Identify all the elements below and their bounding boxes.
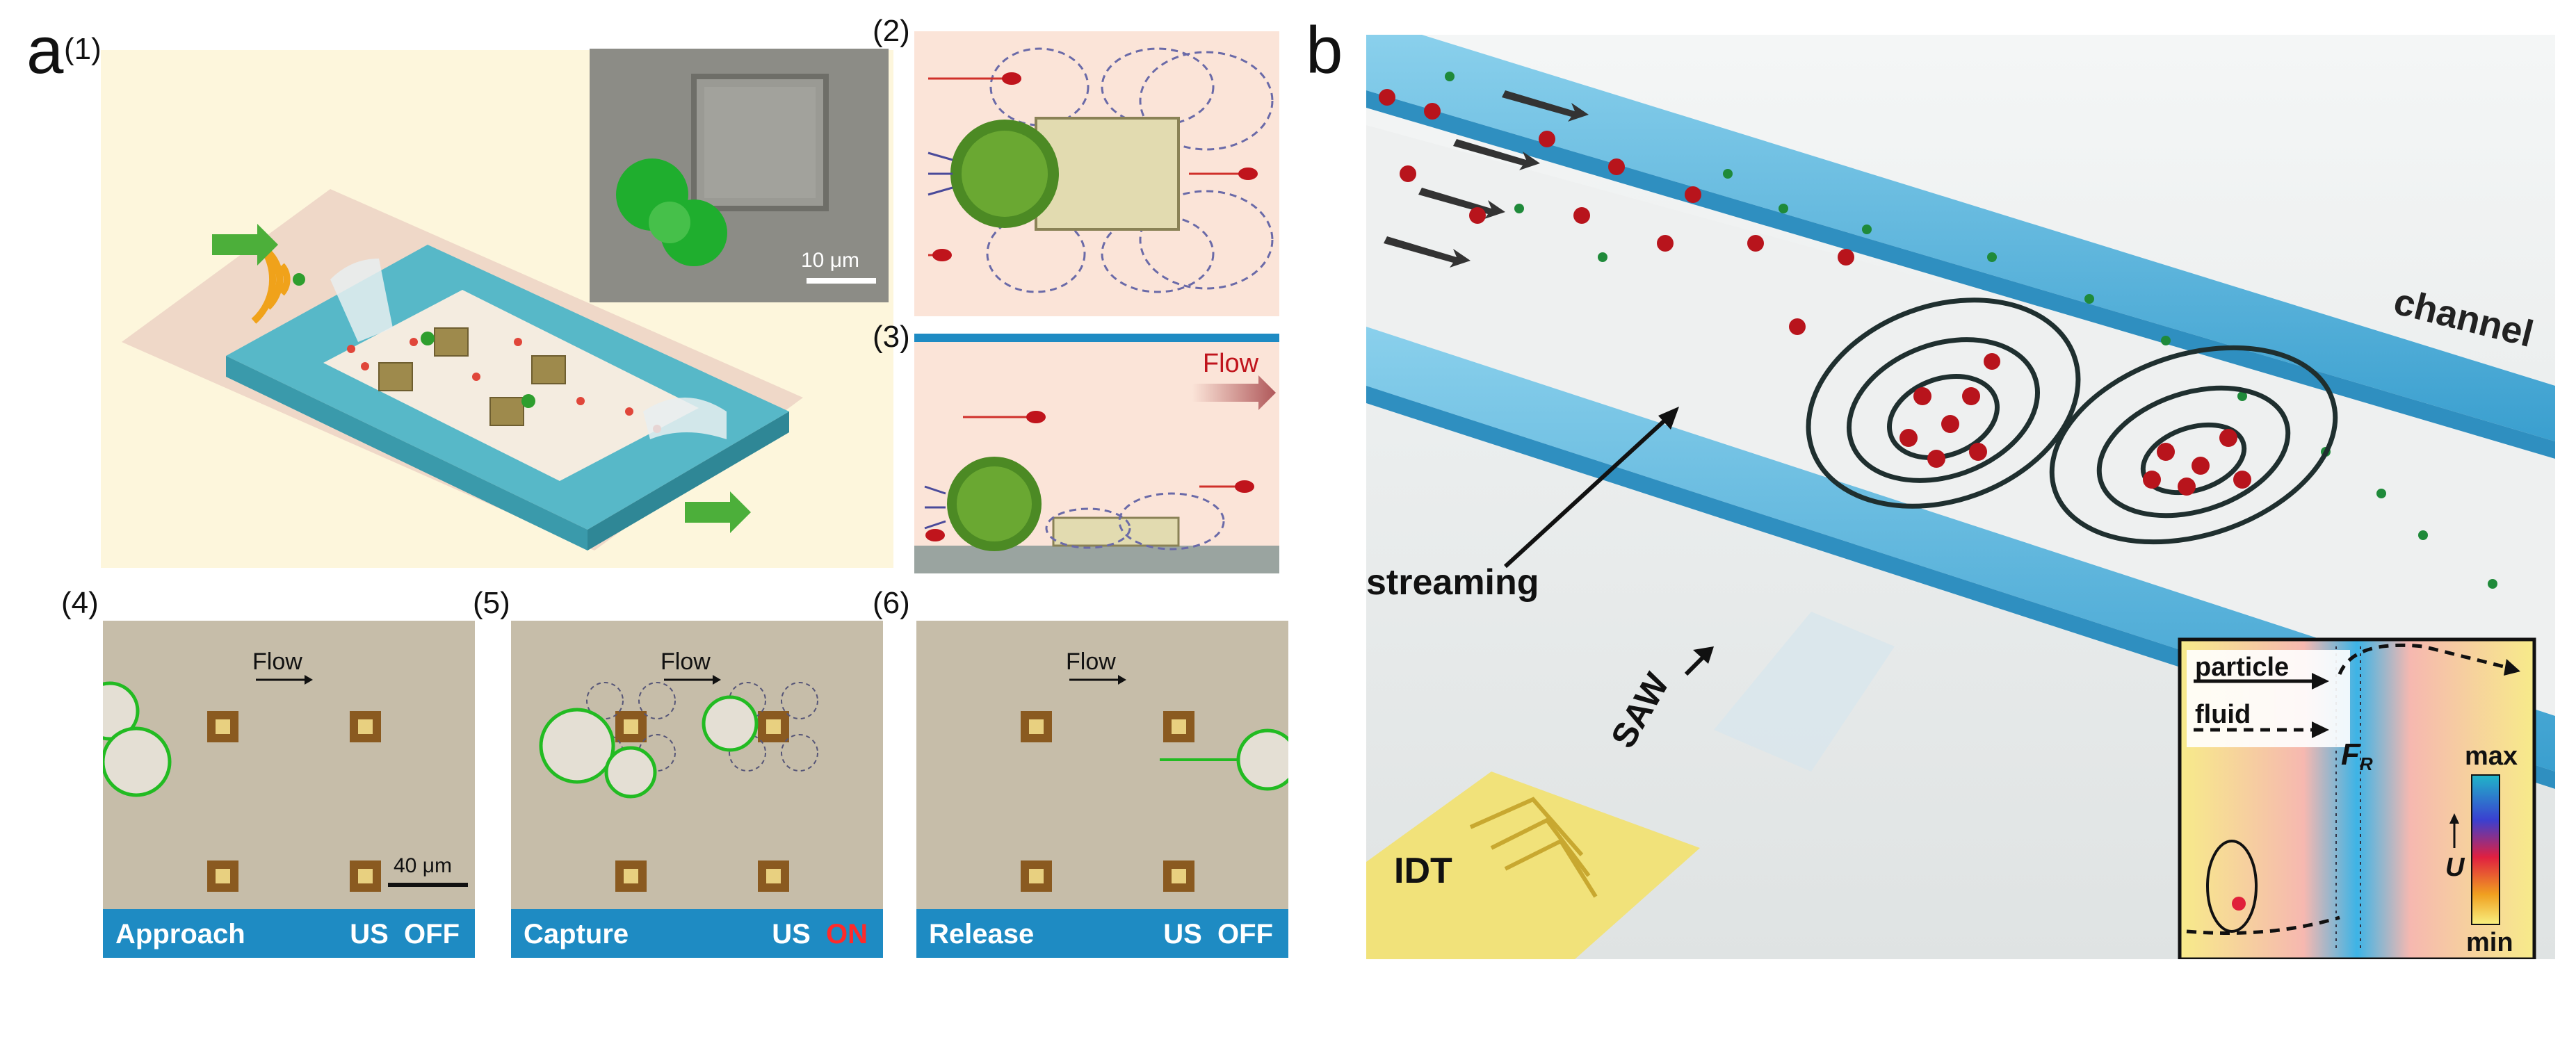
micrograph-release: Flow Release US OFF (916, 621, 1288, 958)
status-bar: Release US OFF (916, 909, 1288, 958)
panel-b-label: b (1306, 13, 1343, 88)
subpanel-6-label: (6) (873, 586, 910, 620)
phase-label: Capture (524, 919, 629, 949)
us-label: US (772, 919, 811, 949)
subpanel-2-label: (2) (873, 14, 910, 48)
flow-label: Flow (252, 649, 302, 675)
scale-label: 40 μm (394, 854, 452, 877)
phase-label: Approach (115, 919, 245, 949)
panel-a-label: a (26, 13, 64, 88)
inset-force-label: FR (2341, 737, 2373, 774)
streaming-label: streaming (1366, 562, 1539, 603)
sem-inset (590, 49, 889, 302)
phase-label: Release (929, 919, 1035, 949)
sem-scale-bar (807, 278, 876, 284)
inset-fluid-label: fluid (2195, 700, 2251, 729)
us-status: US OFF (350, 919, 460, 950)
trapping-topview (914, 31, 1279, 316)
subpanel-1-label: (1) (64, 32, 102, 66)
trapping-sideview: Flow (914, 334, 1279, 573)
saw-channel-illustration: channel streaming SAW IDT particle fluid… (1366, 35, 2555, 959)
us-status: US OFF (1163, 919, 1273, 950)
us-label: US (350, 919, 389, 949)
subpanel-3-label: (3) (873, 320, 910, 354)
us-state: OFF (1217, 919, 1273, 949)
inset-velocity-label: U (2445, 853, 2465, 882)
inset-min-label: min (2466, 928, 2513, 957)
subpanel-4-label: (4) (61, 586, 99, 620)
us-state: OFF (404, 919, 460, 949)
micrograph-capture: Flow Capture US ON (511, 621, 883, 958)
flow-label: Flow (1066, 649, 1116, 675)
inset-velocity-map: particle fluid FR max min U (2178, 637, 2536, 959)
subpanel-5-label: (5) (473, 586, 510, 620)
inset-max-label: max (2465, 742, 2518, 771)
idt-label: IDT (1394, 851, 1452, 891)
status-bar: Approach US OFF (103, 909, 475, 958)
us-status: US ON (772, 919, 868, 950)
flow-label: Flow (1203, 349, 1259, 378)
us-state: ON (826, 919, 868, 949)
micrograph-approach: Flow 40 μm Approach US OFF (103, 621, 475, 958)
status-bar: Capture US ON (511, 909, 883, 958)
inset-particle-label: particle (2195, 653, 2289, 682)
us-label: US (1163, 919, 1202, 949)
flow-label: Flow (661, 649, 711, 675)
sem-scale-label: 10 μm (801, 249, 859, 272)
